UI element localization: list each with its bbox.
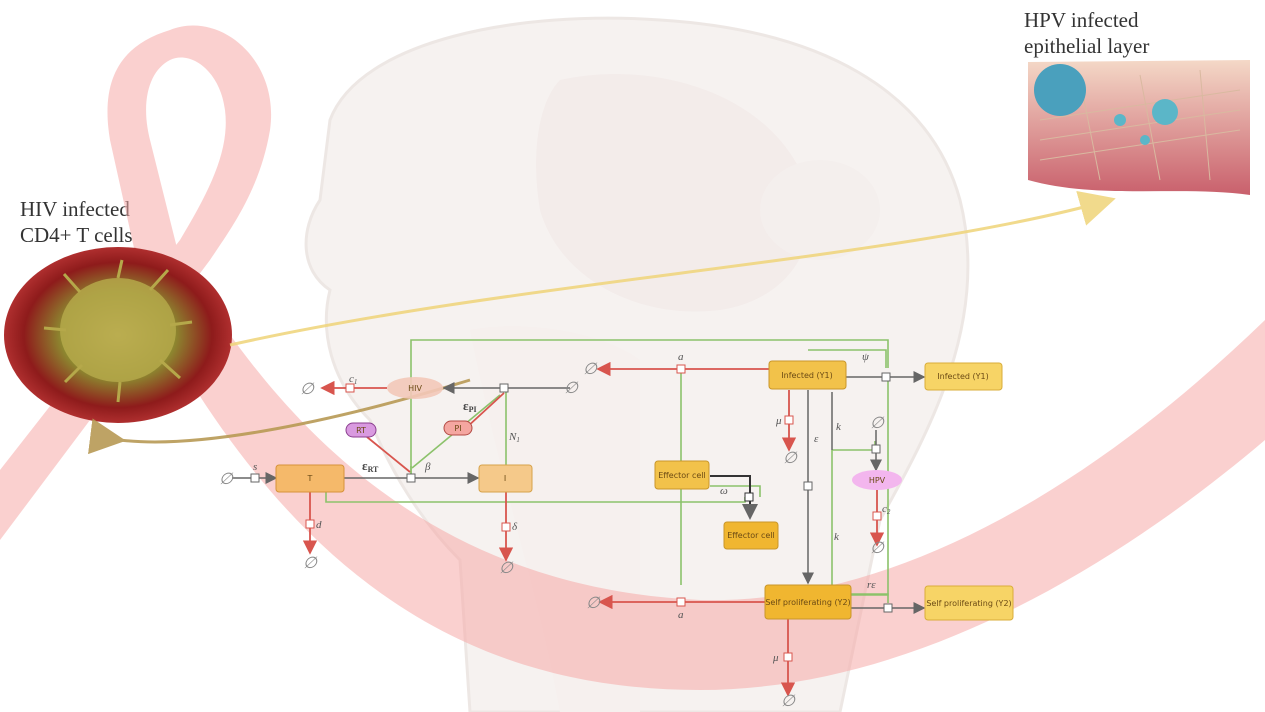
null-sink-y1: ∅ — [783, 450, 798, 467]
node-self-proliferating-y2-out: Self proliferating (Y2) — [924, 585, 1014, 621]
node-pi-label: PI — [454, 424, 461, 433]
param-a-top: a — [678, 351, 684, 363]
junction-markers — [250, 364, 893, 662]
null-sink-y2-left: ∅ — [586, 595, 601, 612]
param-s: s — [253, 461, 257, 473]
param-eps-pi: εPI — [463, 398, 477, 414]
param-psi: ψ — [862, 351, 869, 363]
hpv-caption-line1: HPV infected — [1024, 8, 1139, 32]
null-sink-t: ∅ — [303, 555, 318, 572]
null-source-hiv: ∅ — [564, 380, 579, 397]
node-rt: RT — [345, 422, 377, 438]
network-edges — [232, 339, 926, 697]
node-t-label: T — [307, 474, 313, 483]
node-effector-cell-label: Effector cell — [658, 471, 706, 480]
node-hiv-label: HIV — [408, 384, 422, 393]
node-effector-cell-out-label: Effector cell — [727, 531, 775, 540]
node-hpv: HPV — [852, 470, 902, 490]
node-rt-label: RT — [356, 426, 366, 435]
node-i-label: I — [504, 474, 506, 483]
param-r-eps: rε — [867, 579, 876, 591]
node-effector-cell-out: Effector cell — [723, 521, 779, 550]
null-sink-hiv: ∅ — [300, 381, 315, 398]
param-mu-top: μ — [775, 415, 782, 427]
param-n1: N1 — [508, 431, 520, 444]
null-sink-y1-top: ∅ — [583, 361, 598, 378]
node-infected-y1: Infected (Y1) — [768, 360, 847, 390]
null-sink-y2-bottom: ∅ — [781, 693, 796, 710]
hiv-cell-image — [4, 247, 232, 423]
param-mu-bottom: μ — [772, 652, 779, 664]
param-omega: ω — [720, 485, 728, 497]
anatomy-background — [304, 16, 970, 712]
param-a-bottom: a — [678, 609, 684, 621]
param-epsilon: ε — [814, 433, 819, 445]
node-pi: PI — [443, 420, 473, 436]
node-i: I — [478, 464, 533, 493]
node-infected-y1-label: Infected (Y1) — [781, 371, 832, 380]
param-delta: δ — [512, 521, 518, 533]
node-hpv-label: HPV — [869, 476, 886, 485]
param-k-bottom: k — [834, 531, 840, 543]
hpv-pointer-arrow — [229, 190, 1116, 347]
param-d: d — [316, 519, 322, 531]
node-self-proliferating-y2-out-label: Self proliferating (Y2) — [926, 599, 1011, 608]
null-source-hpv: ∅ — [870, 415, 885, 432]
node-hiv: HIV — [387, 377, 443, 399]
parameter-labels: c1 εPI N1 εRT β s d δ a a ψ μ μ ε k k ω … — [253, 351, 891, 664]
node-self-proliferating-y2: Self proliferating (Y2) — [764, 584, 852, 620]
null-sink-hpv: ∅ — [870, 540, 885, 557]
hpv-epithelium-image — [1028, 60, 1250, 195]
param-c2: c2 — [882, 503, 891, 516]
hpv-caption-line2: epithelial layer — [1024, 34, 1150, 58]
hiv-caption-line2: CD4+ T cells — [20, 223, 133, 247]
null-symbols: ∅ ∅ ∅ ∅ ∅ ∅ ∅ ∅ ∅ ∅ ∅ — [219, 361, 885, 710]
hiv-caption: HIV infected CD4+ T cells — [20, 196, 133, 248]
hiv-caption-line1: HIV infected — [20, 197, 130, 221]
null-sink-i: ∅ — [499, 560, 514, 577]
hpv-caption: HPV infected epithelial layer — [1024, 7, 1149, 59]
param-k-top: k — [836, 421, 842, 433]
node-effector-cell: Effector cell — [654, 460, 710, 490]
node-self-proliferating-y2-label: Self proliferating (Y2) — [765, 598, 850, 607]
node-t: T — [275, 464, 345, 493]
node-infected-y1-out: Infected (Y1) — [924, 362, 1003, 391]
param-c1: c1 — [349, 373, 357, 386]
null-source-t: ∅ — [219, 471, 234, 488]
param-beta: β — [424, 461, 431, 473]
node-infected-y1-out-label: Infected (Y1) — [937, 372, 988, 381]
param-eps-rt: εRT — [362, 458, 379, 474]
